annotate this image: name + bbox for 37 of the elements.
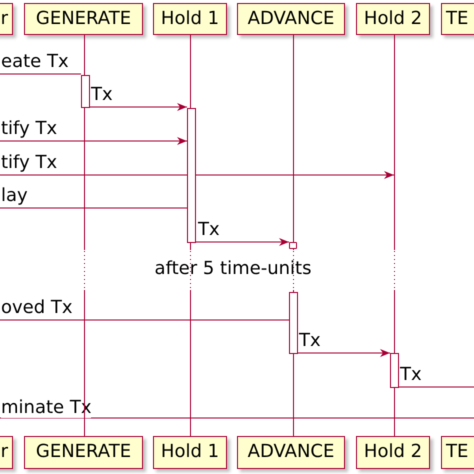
message-arrow — [90, 103, 188, 111]
participant-box: TE — [441, 3, 474, 35]
activation-bar — [390, 353, 399, 388]
participant-box: Hold 1 — [153, 3, 227, 35]
lifeline — [190, 35, 191, 436]
message-label: Tx — [299, 331, 321, 351]
lifeline — [394, 35, 395, 436]
message-arrow — [0, 137, 188, 145]
participant-box: r — [0, 436, 13, 469]
message-arrow — [0, 171, 394, 179]
message-arrow — [196, 238, 290, 246]
participant-box: Hold 2 — [356, 436, 430, 469]
participant-box: r — [0, 3, 13, 35]
participant-box: TE — [441, 436, 474, 469]
participant-box: Hold 1 — [153, 436, 227, 469]
message-label: tify Tx — [1, 119, 58, 139]
message-label: tify Tx — [1, 153, 58, 173]
participant-box: ADVANCE — [237, 3, 345, 35]
participant-box: GENERATE — [24, 3, 143, 35]
participant-box: ADVANCE — [237, 436, 345, 469]
lifeline — [293, 35, 294, 436]
message-label: Tx — [91, 85, 113, 105]
participant-box: GENERATE — [24, 436, 143, 469]
message-label: eate Tx — [1, 52, 69, 72]
delay-label: after 5 time-units — [154, 259, 312, 279]
message-label: Tx — [198, 220, 220, 240]
message-label: lay — [1, 186, 28, 206]
lifeline — [84, 35, 85, 436]
participant-box: Hold 2 — [356, 3, 430, 35]
activation-bar — [81, 75, 90, 108]
message-label: Tx — [400, 365, 422, 385]
message-arrow — [298, 349, 390, 357]
message-label: oved Tx — [1, 298, 73, 318]
message-line — [398, 386, 474, 388]
activation-bar — [187, 108, 196, 243]
activation-bar — [289, 292, 298, 354]
activation-box — [289, 242, 297, 249]
